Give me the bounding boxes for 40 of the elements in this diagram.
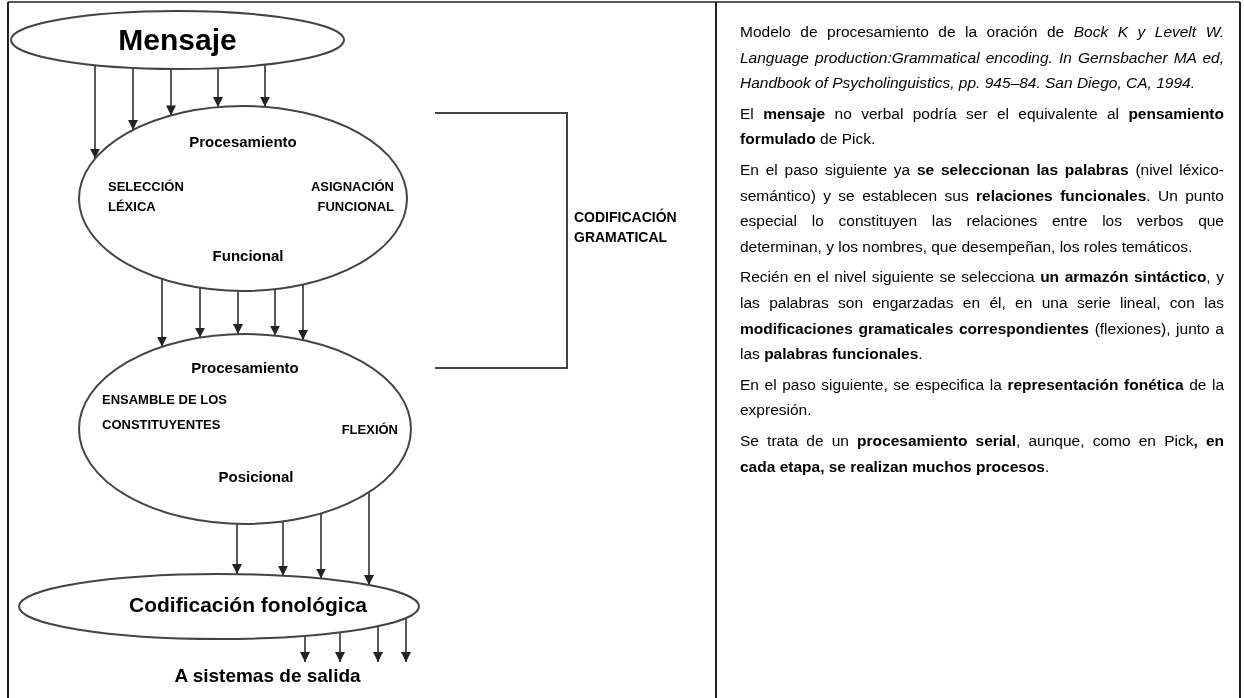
arrow [90, 64, 100, 160]
body-paragraph: Se trata de un procesamiento serial, aunque, como en Pick, en cada etapa, se realizan muchos procesos. [740, 430, 1224, 477]
arrow [232, 523, 242, 575]
arrow [270, 288, 280, 337]
arrow [233, 290, 243, 335]
arrow [278, 520, 288, 577]
output-label: A sistemas de salida [173, 664, 362, 688]
body-paragraph: Recién en el nivel siguiente se selecciona un armazón sintáctico, y las palabras son engarzadas en él, en una serie lineal, con las modificaciones gramaticales correspondientes (flexiones), junto a las palabras funcionales. [740, 267, 1224, 365]
node-heading: Procesamiento [188, 133, 298, 152]
process-label: ENSAMBLE DE LOS CONSTITUYENTES [102, 391, 228, 434]
body-paragraph: El mensaje no verbal podría ser el equivalente al pensamiento formulado de Pick. [740, 103, 1224, 150]
arrow [128, 67, 138, 131]
arrow [300, 635, 310, 663]
node-subtitle: Funcional [211, 247, 285, 266]
arrow [364, 491, 374, 586]
arrow [195, 287, 205, 339]
arrow [298, 283, 308, 341]
body-paragraph: En el paso siguiente ya se seleccionan las palabras (nivel léxico-semántico) y se establecen sus relaciones funcionales. Un punto especial lo constituyen las relaciones entre los verbos que determinan, y los nombres, que desempeñan, los roles temáticos. [740, 159, 1224, 257]
process-ellipse [78, 333, 412, 525]
arrow [373, 625, 383, 663]
body-paragraph: En el paso siguiente, se especifica la representación fonética de la expresión. [740, 374, 1224, 421]
output-ellipse [18, 573, 420, 640]
body-paragraph: Modelo de procesamiento de la oración de Bock K y Levelt W. Language production:Grammatical encoding. In Gernsbacher MA ed, Handbook of Psycholinguistics, pp. 945–84. San Diego, CA, 1994. [740, 22, 1224, 94]
process-ellipse [78, 105, 408, 292]
node-heading: Procesamiento [190, 359, 300, 378]
bracket-label: CODIFICACIÓN GRAMATICAL [574, 207, 678, 247]
process-label: FLEXIÓN [340, 421, 398, 439]
arrow [213, 67, 223, 108]
arrow [316, 512, 326, 580]
process-label: ASIGNACIÓN FUNCIONAL [309, 178, 394, 216]
process-label: SELECCIÓN LÉXICA [108, 178, 185, 216]
arrow [401, 617, 411, 663]
node-subtitle: Posicional [217, 468, 295, 487]
arrow [335, 631, 345, 663]
node-title: Mensaje [117, 22, 238, 58]
arrow [157, 278, 167, 348]
arrow [166, 68, 176, 117]
arrow [260, 63, 270, 108]
node-title: Codificación fonológica [128, 592, 368, 618]
message-ellipse [10, 10, 345, 70]
